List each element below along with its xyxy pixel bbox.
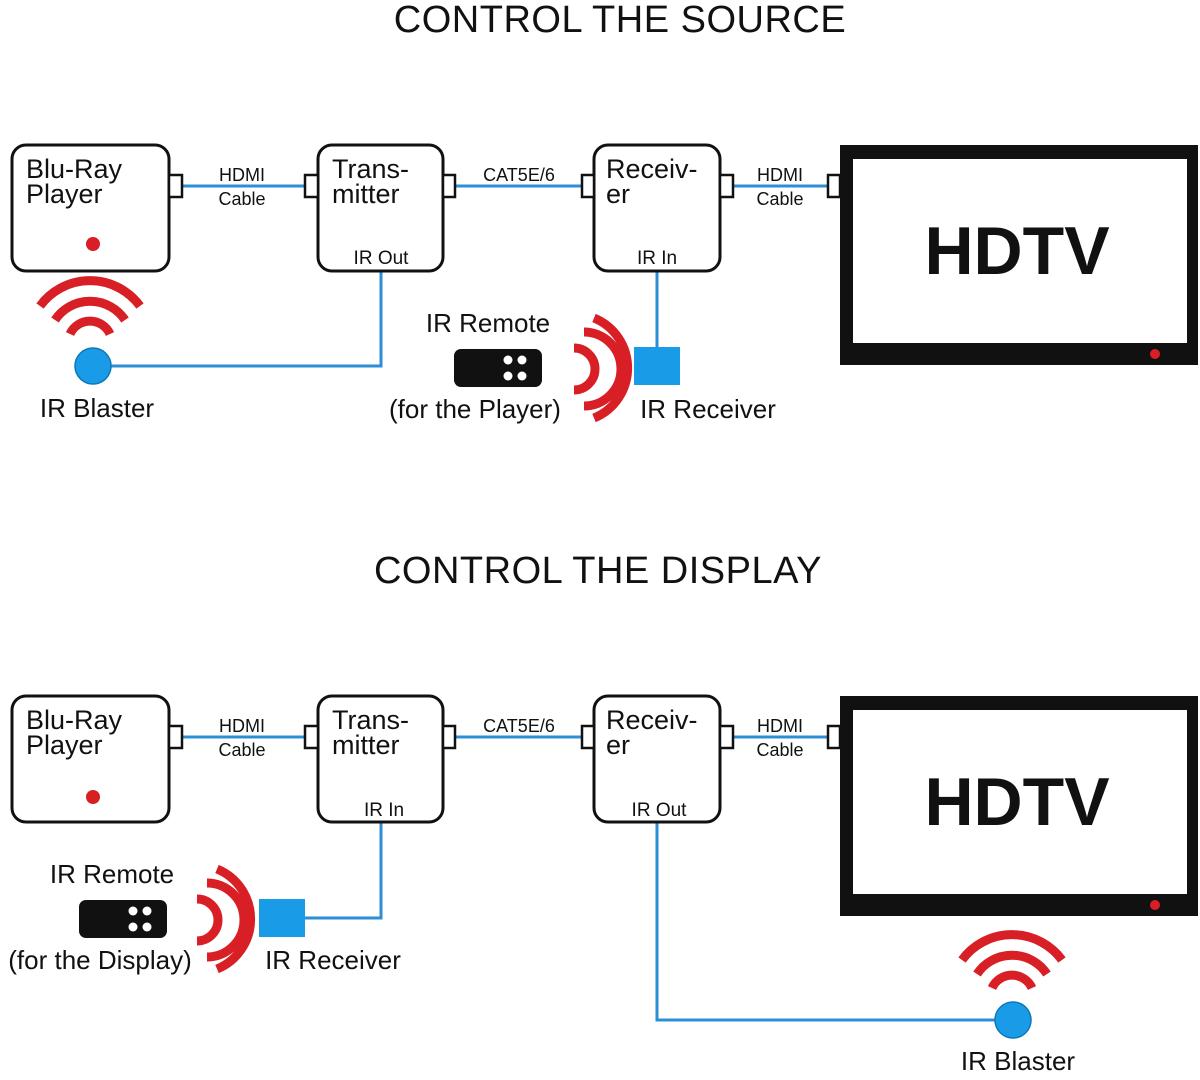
remote-control-icon — [454, 349, 542, 387]
tv-label: HDTV — [924, 764, 1109, 840]
ir-receiver-icon — [259, 899, 305, 937]
diagram-title: CONTROL THE DISPLAY — [374, 550, 822, 592]
link-label: CAT5E/6 — [483, 165, 555, 185]
ir-remote: IR Remote (for the Display) — [8, 859, 256, 975]
cable-label-line2: Cable — [756, 189, 803, 209]
receiver-label-line1: Receiv- — [606, 705, 698, 735]
player-box — [10, 694, 171, 824]
power-led-icon — [86, 790, 100, 804]
remote-label-line2: (for the Player) — [389, 394, 561, 424]
player-box — [10, 143, 171, 273]
player-label-line2: Player — [26, 730, 103, 760]
ir-blaster: IR Blaster — [36, 276, 154, 423]
diagram-title: CONTROL THE SOURCE — [394, 0, 846, 41]
receiver-label-line1: Receiv- — [606, 154, 698, 184]
ir-remote: IR Remote (for the Player) — [389, 308, 633, 424]
cable-label-line2: Cable — [218, 189, 265, 209]
signal-waves-icon — [958, 930, 1066, 991]
transmitter: Trans- mitter IR In — [303, 694, 457, 824]
blu-ray-player: Blu-Ray Player — [10, 694, 184, 824]
hdtv: HDTV — [826, 696, 1198, 916]
hdmi-port-icon — [303, 173, 320, 199]
ir-receiver: IR Receiver — [634, 347, 776, 424]
tv-screen — [853, 710, 1187, 894]
receiver-box — [592, 143, 722, 273]
receiver: Receiv- er IR Out — [580, 694, 735, 824]
hdmi-port-icon — [167, 724, 184, 750]
tv-screen — [853, 159, 1187, 343]
transmitter: Trans- mitter IR Out — [303, 143, 457, 273]
ir-blaster: IR Blaster — [958, 930, 1075, 1076]
port-label: IR Out — [632, 800, 688, 821]
receiver-box — [592, 694, 722, 824]
ir-receiver-icon — [634, 347, 680, 385]
rj45-port-icon — [441, 173, 457, 199]
cable-label-line2: Cable — [218, 740, 265, 760]
cable-label-line1: HDMI — [757, 165, 803, 185]
tv-label: HDTV — [924, 213, 1109, 289]
cable-label-line1: HDMI — [757, 716, 803, 736]
tv-led-icon — [1150, 900, 1160, 910]
ir-blaster-icon — [74, 347, 112, 385]
hdtv: HDTV — [826, 145, 1198, 365]
ir-blaster-icon — [994, 1001, 1032, 1039]
receiver-label-line2: er — [606, 179, 630, 209]
ir-in-cable — [305, 822, 383, 920]
transmitter-box — [316, 694, 445, 824]
hdmi-port-icon — [303, 724, 320, 750]
transmitter-label-line1: Trans- — [332, 705, 409, 735]
cable-label-line1: HDMI — [219, 716, 265, 736]
diagram-control-display: CONTROL THE DISPLAY Blu-Ray Player HDMI … — [8, 550, 1198, 1076]
remote-label-line1: IR Remote — [426, 308, 550, 338]
blaster-label: IR Blaster — [961, 1046, 1075, 1075]
signal-waves-icon — [573, 313, 633, 423]
rj45-port-icon — [441, 724, 457, 750]
blu-ray-player: Blu-Ray Player — [10, 143, 184, 273]
power-led-icon — [86, 237, 100, 251]
blaster-label: IR Blaster — [40, 393, 154, 423]
remote-label-line2: (for the Display) — [8, 945, 192, 975]
player-label-line1: Blu-Ray — [26, 705, 123, 735]
player-label-line1: Blu-Ray — [26, 154, 123, 184]
transmitter-label-line1: Trans- — [332, 154, 409, 184]
ir-receiver-label: IR Receiver — [640, 394, 776, 424]
ir-out-cable — [94, 272, 383, 368]
diagram-control-source: CONTROL THE SOURCE Blu-Ray Player HDMI C… — [10, 0, 1198, 424]
hdmi-port-icon — [167, 173, 184, 199]
cable-label-line2: Cable — [756, 740, 803, 760]
ir-out-cable — [655, 822, 995, 1022]
hdmi-port-icon — [826, 724, 842, 750]
hdmi-port-icon — [718, 173, 735, 199]
hdmi-port-icon — [718, 724, 735, 750]
remote-control-icon — [79, 900, 167, 938]
player-label-line2: Player — [26, 179, 103, 209]
remote-label-line1: IR Remote — [50, 859, 174, 889]
signal-waves-icon — [36, 276, 144, 337]
port-label: IR In — [637, 248, 677, 269]
rj45-port-icon — [580, 724, 596, 750]
transmitter-label-line2: mitter — [332, 179, 400, 209]
receiver-label-line2: er — [606, 730, 630, 760]
link-label: CAT5E/6 — [483, 716, 555, 736]
ir-receiver: IR Receiver — [259, 899, 401, 975]
transmitter-label-line2: mitter — [332, 730, 400, 760]
port-label: IR Out — [354, 248, 410, 269]
transmitter-box — [316, 143, 445, 273]
cable-label-line1: HDMI — [219, 165, 265, 185]
receiver: Receiv- er IR In — [580, 143, 735, 273]
ir-receiver-label: IR Receiver — [265, 945, 401, 975]
signal-waves-icon — [196, 864, 256, 974]
tv-led-icon — [1150, 349, 1160, 359]
rj45-port-icon — [580, 173, 596, 199]
hdmi-port-icon — [826, 173, 842, 199]
port-label: IR In — [364, 800, 404, 821]
